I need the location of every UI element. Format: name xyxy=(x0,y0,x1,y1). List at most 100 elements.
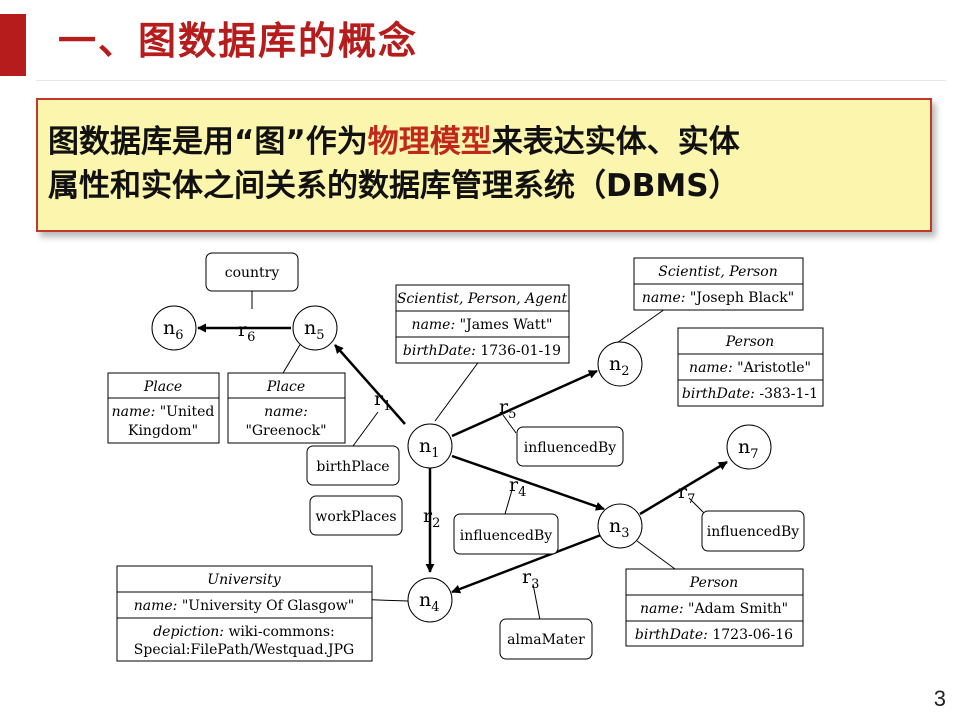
edge-r5-subscript: 5 xyxy=(508,407,516,422)
arrow-r4 xyxy=(451,454,605,511)
svg-text:n5: n5 xyxy=(304,317,325,343)
entity-box-university-of-glasgow: University name: "University Of Glasgow"… xyxy=(116,565,373,662)
prop-value-depiction-cont: Special:FilePath/Westquad.JPG xyxy=(134,642,354,658)
svg-text:name: "United: name: "United xyxy=(112,404,215,420)
prop-key-depiction: depiction: xyxy=(153,624,224,640)
edge-r1: r1 xyxy=(374,388,391,414)
svg-text:name: "University Of Glasgow": name: "University Of Glasgow" xyxy=(134,598,354,614)
node-n4-label: n xyxy=(419,589,431,611)
prop-value-name: "University Of Glasgow" xyxy=(177,598,354,614)
edge-r7-subscript: 7 xyxy=(687,492,695,507)
prop-key-name: name: xyxy=(640,601,684,617)
prop-key-birthdate: birthDate: xyxy=(403,343,476,359)
node-n7: n7 xyxy=(726,424,772,470)
entity-box-james-watt: Scientist, Person, Agent name: "James Wa… xyxy=(395,284,570,364)
entity-type-place: Place xyxy=(266,379,305,395)
edge-r7: r7 xyxy=(678,481,695,507)
edge-label-country: country xyxy=(205,252,299,292)
edge-r7-label: r xyxy=(678,481,688,503)
definition-line1-post: 来表达实体、实体 xyxy=(491,124,740,160)
edge-r2-subscript: 2 xyxy=(432,516,440,531)
edge-r4: r4 xyxy=(509,474,526,500)
edge-label-influencedby-r5: influencedBy xyxy=(516,426,624,467)
relationship-arrows xyxy=(197,323,728,594)
svg-text:name: "Joseph Black": name: "Joseph Black" xyxy=(642,290,794,306)
node-n2: n2 xyxy=(597,341,643,387)
prop-key-name: name: xyxy=(112,404,156,420)
svg-text:n4: n4 xyxy=(419,589,440,615)
node-n4-subscript: 4 xyxy=(431,600,439,615)
edge-r4-label: r xyxy=(509,474,519,496)
node-n5-label: n xyxy=(304,317,316,339)
node-n7-subscript: 7 xyxy=(750,447,758,462)
arrow-r5 xyxy=(451,369,598,438)
svg-text:name: "Aristotle": name: "Aristotle" xyxy=(689,360,811,376)
node-n6: n6 xyxy=(151,305,197,351)
edge-r5-label: r xyxy=(499,396,509,418)
edge-label-influencedby-r4: influencedBy xyxy=(453,513,559,555)
prop-value-birthdate: -383-1-1 xyxy=(755,386,818,402)
edge-r3-label: r xyxy=(522,566,532,588)
svg-text:n7: n7 xyxy=(738,436,759,462)
node-n5-subscript: 5 xyxy=(316,328,324,343)
definition-line1-pre: 图数据库是用“图”作为 xyxy=(48,124,368,160)
svg-text:name: "Adam Smith": name: "Adam Smith" xyxy=(640,601,788,617)
svg-text:birthDate: -383-1-1: birthDate: -383-1-1 xyxy=(682,386,818,402)
node-n3-subscript: 3 xyxy=(621,526,629,541)
prop-value-name: "Adam Smith" xyxy=(684,601,788,617)
node-n1-subscript: 1 xyxy=(431,446,439,461)
prop-value-birthdate: 1723-06-16 xyxy=(708,627,793,643)
node-n4: n4 xyxy=(407,577,453,623)
title-accent-bar xyxy=(0,14,26,76)
prop-value-name: "Aristotle" xyxy=(733,360,811,376)
prop-key-birthdate: birthDate: xyxy=(635,627,708,643)
svg-text:name: "James Watt": name: "James Watt" xyxy=(412,317,553,333)
node-n6-label: n xyxy=(163,317,175,339)
node-n7-label: n xyxy=(738,436,750,458)
svg-text:n6: n6 xyxy=(163,317,184,343)
svg-text:birthDate: 1723-06-16: birthDate: 1723-06-16 xyxy=(635,627,793,643)
prop-value-depiction: wiki-commons: xyxy=(224,624,335,640)
node-n5: n5 xyxy=(292,305,338,351)
prop-key-name: name: xyxy=(642,290,686,306)
svg-text:depiction: wiki-commons:: depiction: wiki-commons: xyxy=(153,624,335,640)
entity-box-greenock: Place name: "Greenock" xyxy=(227,372,346,444)
prop-key-name: name: xyxy=(412,317,456,333)
node-n3-label: n xyxy=(609,515,621,537)
prop-key-name: name: xyxy=(264,404,308,420)
entity-type-university: University xyxy=(207,572,281,588)
edge-r4-subscript: 4 xyxy=(518,485,526,500)
arrow-r1 xyxy=(334,344,406,425)
node-n1: n1 xyxy=(407,423,453,469)
edge-r2-label: r xyxy=(423,505,433,527)
prop-value-name: "Greenock" xyxy=(245,423,326,439)
definition-callout: 图数据库是用“图”作为物理模型来表达实体、实体 属性和实体之间关系的数据库管理系… xyxy=(36,98,932,232)
edge-label-country-text: country xyxy=(225,265,280,281)
edge-label-influencedby-r7: influencedBy xyxy=(701,510,805,552)
edge-r6-subscript: 6 xyxy=(247,330,255,345)
edge-r1-label: r xyxy=(374,388,384,410)
edge-label-almamater: almaMater xyxy=(499,618,593,660)
svg-text:n3: n3 xyxy=(609,515,630,541)
definition-text: 图数据库是用“图”作为物理模型来表达实体、实体 属性和实体之间关系的数据库管理系… xyxy=(48,120,740,208)
entity-type-joseph-black: Scientist, Person xyxy=(658,264,777,280)
prop-value-name-cont: Kingdom" xyxy=(128,423,198,439)
edge-label-influencedby-r4-text: influencedBy xyxy=(460,528,553,544)
edge-r6: r6 xyxy=(238,319,255,345)
svg-text:n2: n2 xyxy=(609,353,630,379)
entity-type-aristotle: Person xyxy=(725,334,774,350)
entity-box-joseph-black: Scientist, Person name: "Joseph Black" xyxy=(633,257,804,311)
edge-r6-label: r xyxy=(238,319,248,341)
entity-box-aristotle: Person name: "Aristotle" birthDate: -383… xyxy=(677,327,824,407)
svg-text:n1: n1 xyxy=(419,435,440,461)
edge-r3: r3 xyxy=(522,566,539,592)
prop-value-name: "United xyxy=(155,404,214,420)
prop-value-name: "James Watt" xyxy=(455,317,552,333)
node-n3: n3 xyxy=(597,503,643,549)
entity-type-place: Place xyxy=(143,379,182,395)
arrow-r3 xyxy=(451,533,602,594)
edge-r3-subscript: 3 xyxy=(531,577,539,592)
page-number: 3 xyxy=(933,686,946,711)
connector-lines xyxy=(251,291,706,621)
